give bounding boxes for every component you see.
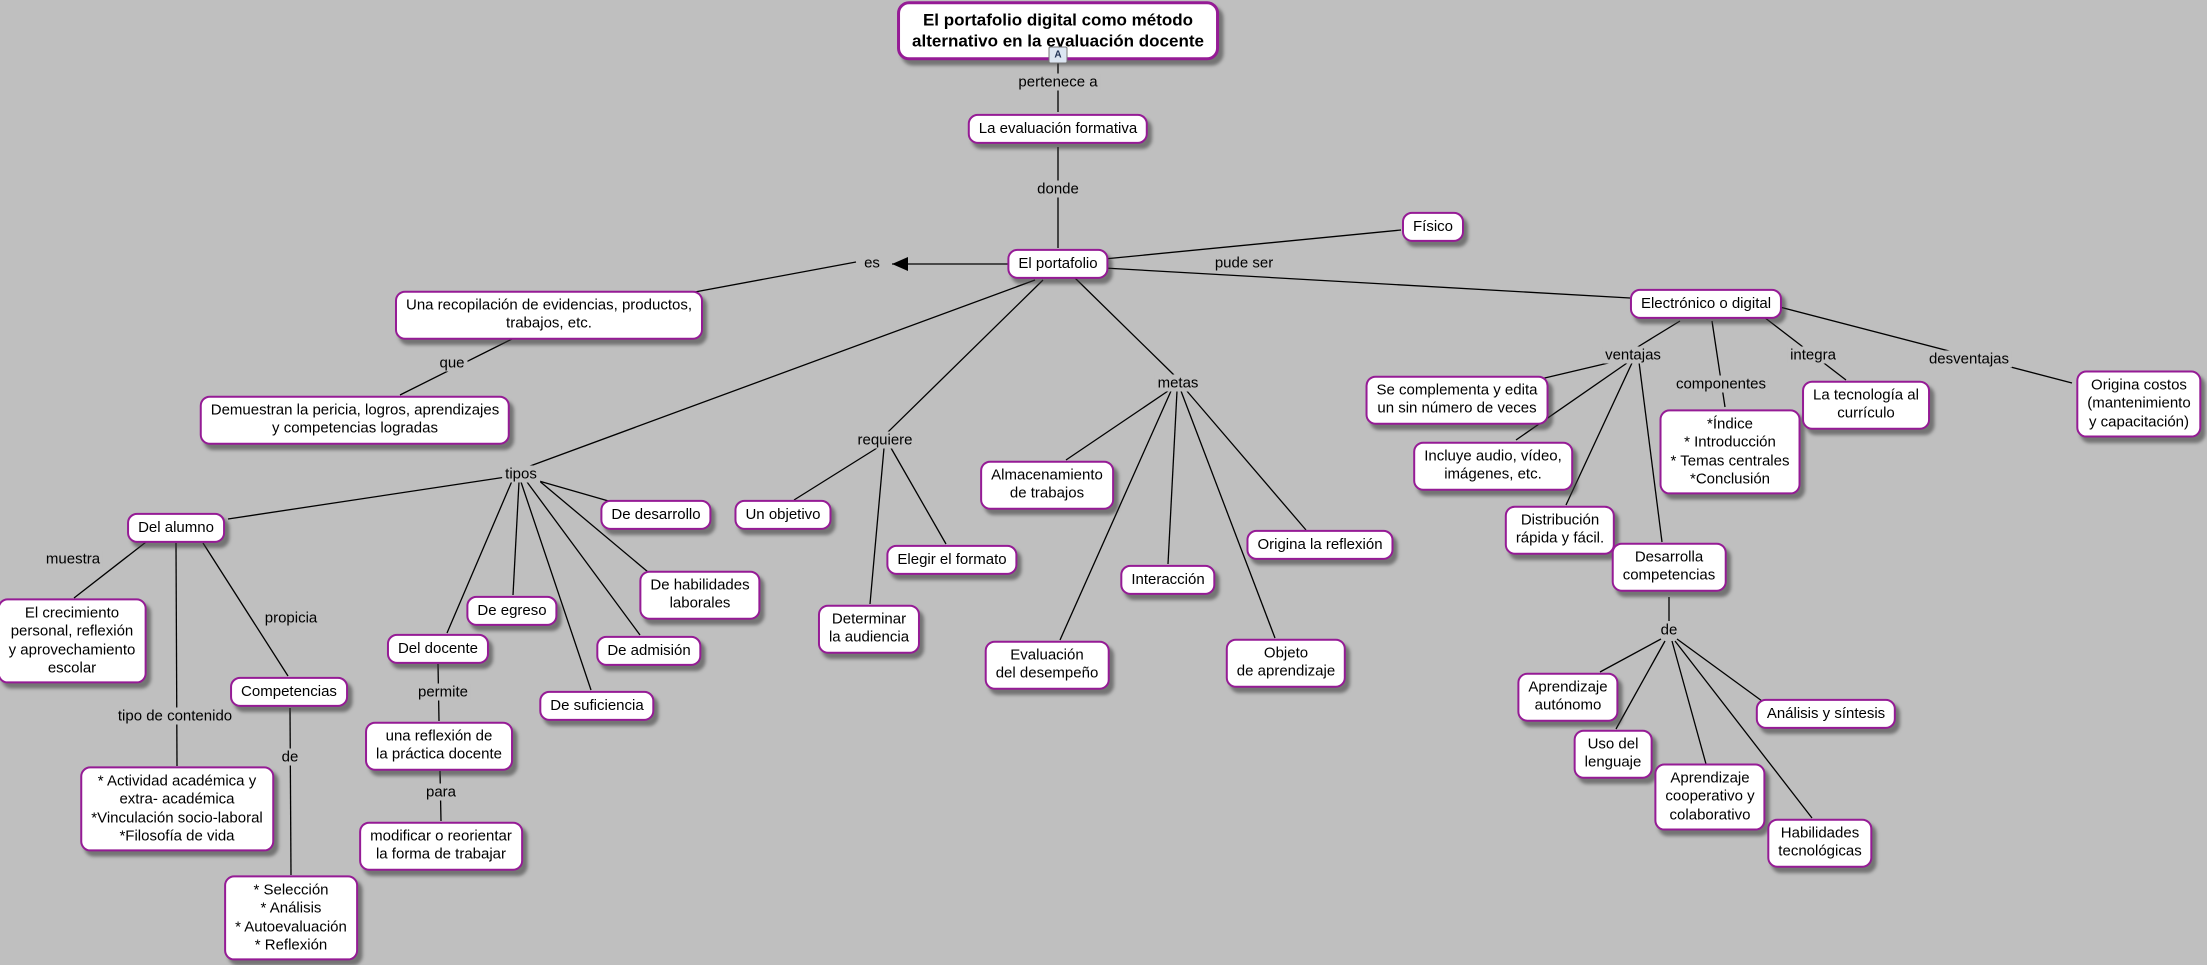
concept-reflexion-practica[interactable]: una reflexión de la práctica docente: [365, 721, 513, 771]
edge-10: [512, 481, 520, 596]
concept-modificar[interactable]: modificar o reorientar la forma de traba…: [359, 821, 523, 871]
edge-16: [793, 447, 878, 501]
link-label-tipo-de-contenido[interactable]: tipo de contenido: [114, 707, 236, 725]
link-label-componentes[interactable]: componentes: [1672, 375, 1770, 393]
edge-8: [227, 476, 507, 520]
edge-4: [1103, 229, 1402, 260]
link-label-muestra[interactable]: muestra: [42, 550, 104, 568]
concept-elegir-formato[interactable]: Elegir el formato: [886, 544, 1018, 576]
edge-32: [1531, 359, 1622, 382]
concept-habilidades-laborales[interactable]: De habilidades laborales: [639, 570, 761, 620]
edge-25: [73, 541, 147, 599]
link-label-metas[interactable]: metas: [1154, 374, 1202, 392]
edge-35: [1638, 361, 1663, 543]
edge-15: [887, 279, 1044, 433]
edge-3: [683, 261, 857, 295]
concept-uso-lenguaje[interactable]: Uso del lenguaje: [1573, 729, 1653, 779]
edge-41: [1615, 640, 1666, 730]
concept-interaccion[interactable]: Interacción: [1120, 564, 1216, 596]
link-label-tipos[interactable]: tipos: [502, 465, 540, 483]
edge-5: [1103, 267, 1631, 299]
concept-demuestran[interactable]: Demuestran la pericia, logros, aprendiza…: [199, 395, 511, 445]
concept-aprendizaje-autonomo[interactable]: Aprendizaje autónomo: [1517, 672, 1619, 722]
concept-habilidades-tecnologicas[interactable]: Habilidades tecnológicas: [1767, 818, 1873, 868]
link-label-requiere[interactable]: requiere: [854, 431, 916, 449]
concept-evaluacion-formativa[interactable]: La evaluación formativa: [967, 113, 1149, 145]
concept-aprendizaje-cooperativo[interactable]: Aprendizaje cooperativo y colaborativo: [1654, 763, 1766, 831]
concept-incluye-audio[interactable]: Incluye audio, vídeo, imágenes, etc.: [1413, 441, 1573, 491]
concept-de-suficiencia[interactable]: De suficiencia: [539, 690, 655, 722]
link-label-pertenece-a[interactable]: pertenece a: [1015, 73, 1101, 91]
edge-21: [1167, 390, 1178, 565]
edge-42: [1671, 640, 1707, 765]
concept-se-complementa[interactable]: Se complementa y edita un sin número de …: [1365, 375, 1549, 425]
concept-almacenamiento[interactable]: Almacenamiento de trabajos: [980, 460, 1114, 510]
link-label-donde[interactable]: donde: [1034, 180, 1082, 198]
concept-de-egreso[interactable]: De egreso: [466, 595, 558, 627]
concept-analisis-sintesis[interactable]: Análisis y síntesis: [1755, 698, 1897, 730]
annotation-icon[interactable]: A: [1048, 46, 1068, 64]
concept-procesos[interactable]: * Selección * Análisis * Autoevaluación …: [224, 875, 358, 961]
edge-13: [526, 481, 641, 636]
concept-del-docente[interactable]: Del docente: [386, 633, 490, 665]
link-label-de-competencias[interactable]: de: [278, 748, 302, 766]
link-label-es[interactable]: es: [861, 254, 883, 272]
link-label-que[interactable]: que: [436, 354, 468, 372]
edge-9: [531, 478, 613, 503]
edge-19: [1074, 277, 1175, 376]
concept-determinar-audiencia[interactable]: Determinar la audiencia: [817, 604, 921, 654]
concept-origina-costos[interactable]: Origina costos (mantenimiento y capacita…: [2076, 370, 2202, 438]
edge-28: [289, 707, 292, 876]
link-label-desventajas[interactable]: desventajas: [1925, 350, 2013, 368]
edge-23: [1185, 389, 1307, 531]
edge-17: [890, 447, 947, 545]
link-label-de-desarrolla[interactable]: de: [1657, 621, 1681, 639]
concept-un-objetivo[interactable]: Un objetivo: [734, 499, 832, 531]
concept-desarrolla-competencias[interactable]: Desarrolla competencias: [1611, 542, 1727, 592]
link-label-propicia[interactable]: propicia: [261, 609, 321, 627]
link-label-permite[interactable]: permite: [414, 683, 472, 701]
edge-27: [175, 542, 178, 767]
concept-de-desarrollo[interactable]: De desarrollo: [600, 499, 712, 531]
concept-contenido-alumno[interactable]: * Actividad académica y extra- académica…: [80, 766, 274, 852]
concept-fisico[interactable]: Físico: [1401, 211, 1465, 243]
edge-18: [869, 447, 885, 605]
edge-33: [1515, 362, 1628, 441]
edge-22: [1059, 390, 1172, 641]
concept-origina-reflexion[interactable]: Origina la reflexión: [1246, 529, 1394, 561]
edge-34: [1565, 362, 1633, 506]
link-label-para[interactable]: para: [422, 783, 460, 801]
link-label-integra[interactable]: integra: [1787, 346, 1839, 364]
concept-tecnologia-curriculo[interactable]: La tecnología al currículo: [1802, 380, 1930, 430]
concept-electronico-digital[interactable]: Electrónico o digital: [1629, 288, 1783, 320]
edge-44: [1674, 640, 1813, 819]
edge-38: [1775, 305, 2073, 384]
concept-evaluacion-desempeno[interactable]: Evaluación del desempeño: [984, 640, 1110, 690]
link-label-pude-ser[interactable]: pude ser: [1211, 254, 1277, 272]
edge-11: [446, 480, 513, 634]
edge-20: [1065, 390, 1169, 461]
edge-24: [1180, 390, 1276, 639]
edge-7: [521, 279, 1036, 470]
edge-31: [1635, 320, 1681, 349]
concept-competencias[interactable]: Competencias: [230, 676, 348, 708]
concept-crecimiento[interactable]: El crecimiento personal, reflexión y apr…: [0, 598, 147, 684]
concept-de-admision[interactable]: De admisión: [596, 635, 702, 667]
edge-14: [520, 481, 592, 691]
concept-del-alumno[interactable]: Del alumno: [127, 512, 225, 544]
edge-40: [1599, 638, 1662, 673]
edge-43: [1676, 638, 1763, 702]
concept-el-portafolio[interactable]: El portafolio: [1007, 248, 1109, 280]
concept-distribucion[interactable]: Distribución rápida y fácil.: [1504, 505, 1616, 555]
link-label-ventajas[interactable]: ventajas: [1602, 346, 1664, 364]
edge-36: [1711, 320, 1726, 408]
concept-componentes-lista[interactable]: *Índice * Introducción * Temas centrales…: [1659, 409, 1801, 495]
edge-26: [202, 542, 289, 677]
concept-recopilacion[interactable]: Una recopilación de evidencias, producto…: [394, 290, 704, 340]
concept-objeto-aprendizaje[interactable]: Objeto de aprendizaje: [1225, 638, 1347, 688]
edge-12: [536, 478, 649, 573]
